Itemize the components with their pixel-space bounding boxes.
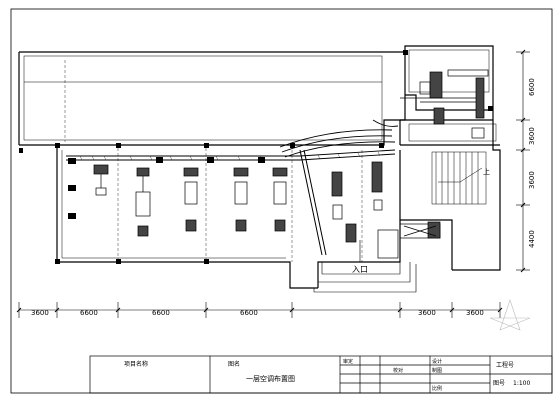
staircase: [431, 151, 487, 205]
title-block-project-label: 项目名称: [124, 360, 148, 368]
structural-columns: [19, 50, 493, 264]
dimension-label-bottom: 3600: [466, 309, 484, 317]
title-block-drawing-label: 图名: [228, 360, 240, 368]
curved-canopy: [279, 119, 399, 158]
bottom-dimension-line: [18, 302, 501, 318]
title-block-drawn-label: 制图: [432, 367, 442, 374]
dimension-label-right: 6600: [528, 78, 536, 96]
sheet-border: [10, 8, 553, 394]
diagonal-wall: [299, 149, 327, 256]
title-block-review-label: 审定: [343, 358, 353, 365]
title-block-scale-label: 比例: [432, 385, 442, 392]
ahu-room-equipment: [400, 69, 489, 139]
dimension-label-right: 3600: [528, 127, 536, 145]
fan-coil-unit: [233, 167, 249, 232]
bottom-dimension-ticks: [16, 307, 503, 313]
duct-hatch: [79, 151, 381, 161]
dimension-label-right: 4400: [528, 230, 536, 248]
title-block: [89, 355, 553, 394]
stair-up-label: 上: [483, 167, 490, 176]
watermark-logo: [489, 299, 531, 331]
building-walls: [18, 45, 501, 289]
dimension-label-bottom: 3600: [31, 309, 49, 317]
supply-diffusers: [68, 157, 265, 219]
right-dimension-ticks: [520, 49, 526, 273]
dimension-label-bottom: 6600: [80, 309, 98, 317]
dimension-label-bottom: 6600: [240, 309, 258, 317]
dimension-label-right: 3600: [528, 171, 536, 189]
entrance-steps: [313, 240, 417, 293]
fan-coil-unit: [135, 167, 151, 237]
fan-coil-unit: [331, 171, 357, 243]
lobby-equipment: [377, 221, 441, 259]
grid-lines: [64, 60, 363, 262]
title-block-design-label: 设计: [432, 358, 442, 365]
title-block-project-no-label: 工程号: [496, 361, 514, 369]
fan-coil-unit: [371, 161, 383, 211]
fan-coil-unit: [183, 167, 199, 232]
title-block-check-label: 校对: [393, 367, 403, 374]
fan-coil-unit: [93, 164, 109, 196]
entrance-label: 入口: [352, 265, 368, 274]
title-block-drawing-no-label: 图号: [493, 380, 505, 387]
main-supply-duct: [66, 149, 396, 161]
inner-walls: [23, 49, 497, 259]
dimension-label-bottom: 3600: [418, 309, 436, 317]
fan-coil-unit: [272, 167, 288, 232]
title-block-scale-value: 1:100: [513, 380, 530, 387]
drawing-title: 一层空调布置图: [246, 374, 295, 383]
dimension-label-bottom: 6600: [152, 309, 170, 317]
